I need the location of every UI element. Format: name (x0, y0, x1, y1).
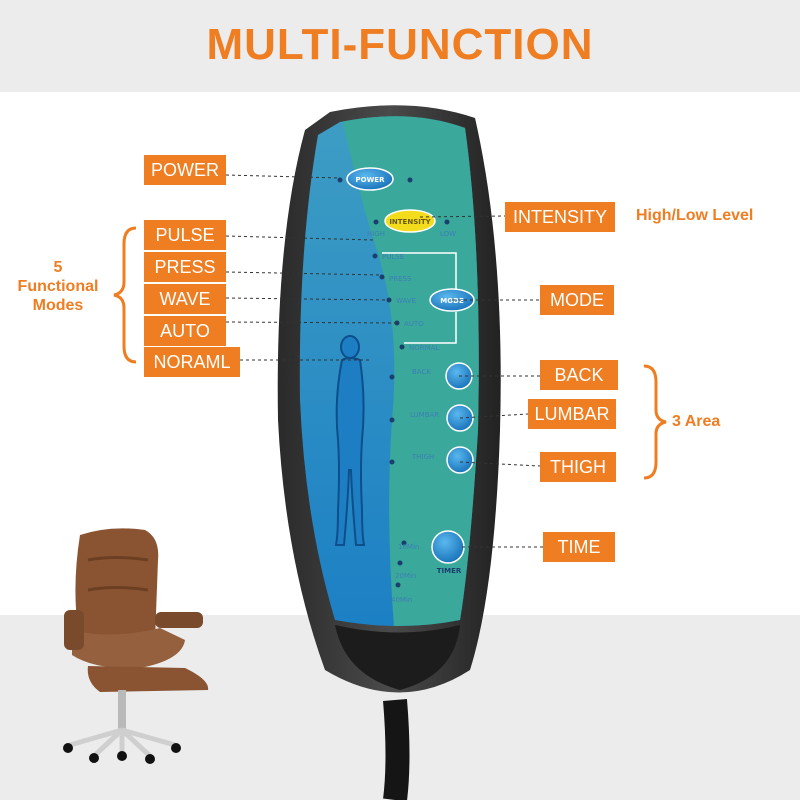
modes-brace (113, 226, 137, 364)
power-label: POWER (144, 155, 226, 185)
functional-modes-line3: Modes (32, 297, 84, 314)
auto-label: AUTO (144, 316, 226, 346)
timer-button-label: TIMER (437, 567, 462, 575)
page-title: MULTI-FUNCTION (206, 20, 594, 69)
high-label: HIGH (367, 230, 385, 238)
cable (383, 699, 410, 800)
mode-label: MODE (540, 285, 614, 315)
intensity-button[interactable] (384, 209, 436, 233)
office-chair-image (63, 528, 209, 764)
pulse-label: PULSE (144, 220, 226, 250)
auto-mode-label: AUTO (404, 320, 424, 328)
intensity-level-note: High/Low Level (636, 207, 754, 224)
leader-lines (225, 174, 543, 548)
functional-modes-note: 5 Functional Modes (8, 258, 108, 315)
mode-button-label: MODE (440, 297, 464, 305)
time-10-label: 10Min (398, 543, 419, 551)
pulse-mode-label: PULSE (382, 253, 404, 261)
indicator-leds (337, 177, 450, 588)
press-mode-label: PRESS (389, 275, 412, 283)
thigh-label: THIGH (540, 452, 616, 482)
intensity-button-label: INTENSITY (389, 218, 431, 226)
normal-label: NORAML (144, 347, 240, 377)
functional-modes-line1: 5 (53, 259, 63, 276)
area-note: 3 Area (672, 413, 721, 430)
functional-modes-line2: Functional (17, 278, 99, 295)
area-brace (643, 364, 667, 480)
mode-bracket (382, 252, 457, 344)
time-20-label: 20Min (395, 572, 416, 580)
lumbar-label: LUMBAR (528, 399, 616, 429)
remote-grip (335, 625, 460, 690)
thigh-area-label: THIGH (411, 453, 434, 461)
time-40-label: 40Min (391, 596, 412, 604)
human-silhouette-icon (334, 335, 366, 546)
low-label: LOW (440, 230, 456, 238)
power-button[interactable] (346, 167, 394, 191)
top-band (0, 0, 800, 92)
lumbar-area-label: LUMBAR (410, 411, 439, 419)
thigh-button[interactable] (446, 446, 474, 474)
press-label: PRESS (144, 252, 226, 282)
intensity-label: INTENSITY (505, 202, 615, 232)
time-label: TIME (543, 532, 615, 562)
power-button-label: POWER (356, 176, 386, 184)
timer-button[interactable] (431, 530, 465, 564)
wave-mode-label: WAVE (396, 297, 416, 305)
back-area-label: BACK (412, 368, 431, 376)
wave-label: WAVE (144, 284, 226, 314)
back-label: BACK (540, 360, 618, 390)
normal-mode-label: NORMAL (409, 344, 439, 352)
